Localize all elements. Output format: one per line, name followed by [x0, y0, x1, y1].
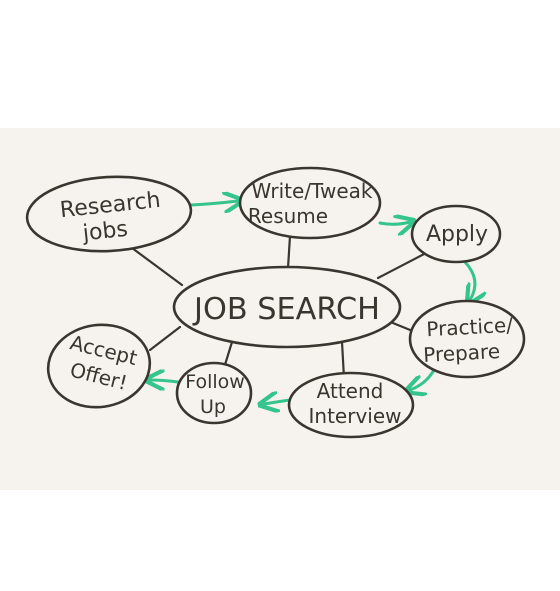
node-write-bubble: [238, 166, 382, 240]
node-practice-bubble: [408, 299, 526, 379]
node-write-line-2: Resume: [248, 204, 328, 228]
node-research-bubble: [25, 175, 193, 253]
node-follow: Follow Up: [185, 371, 245, 418]
node-attend-line-2: Interview: [309, 404, 402, 428]
node-apply-line-1: Apply: [426, 222, 488, 247]
node-write: Write/Tweak Resume: [248, 179, 373, 228]
arrow-apply-to-practice: [463, 260, 475, 300]
node-research-line-2: jobs: [81, 217, 129, 247]
node-practice: Practice/ Prepare: [423, 313, 514, 367]
connector-apply: [376, 250, 430, 280]
node-accept-bubble: [46, 323, 152, 409]
node-follow-bubble: [175, 361, 253, 425]
node-practice-line-2: Prepare: [423, 339, 501, 367]
node-attend-line-1: Attend: [317, 379, 384, 403]
node-follow-line-1: Follow: [185, 371, 245, 393]
center-label: JOB SEARCH: [192, 292, 380, 327]
node-follow-line-2: Up: [200, 396, 226, 418]
connector-research: [126, 243, 184, 287]
node-attend-bubble: [287, 371, 415, 439]
center-bubble: [172, 265, 402, 349]
arrow-write-to-apply: [378, 222, 410, 224]
connectors: [126, 234, 430, 380]
node-apply: Apply: [426, 222, 488, 247]
arrow-attend-to-follow: [264, 400, 292, 404]
node-attend: Attend Interview: [309, 379, 402, 428]
arrow-practice-to-attend: [410, 368, 436, 390]
arrow-research-to-write: [189, 201, 238, 205]
node-apply-bubble: [410, 204, 502, 264]
connector-accept: [148, 325, 182, 352]
arrow-follow-to-accept: [150, 380, 180, 382]
node-write-line-1: Write/Tweak: [252, 179, 373, 203]
connector-write: [286, 234, 292, 270]
flow-arrows: [150, 201, 475, 404]
node-practice-line-1: Practice/: [426, 313, 514, 342]
